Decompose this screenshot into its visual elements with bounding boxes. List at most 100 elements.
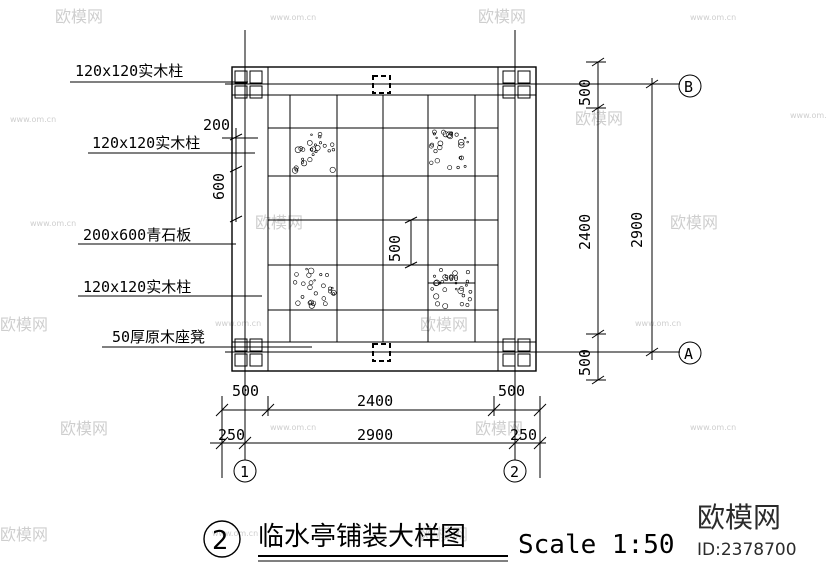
dim-tick: [229, 133, 243, 141]
pebble-dot: [459, 286, 464, 291]
pebble-dot: [449, 131, 453, 136]
pebble-dot: [448, 274, 454, 280]
dim-right-top-500: 500: [576, 79, 594, 106]
pebble-dot: [306, 140, 313, 146]
pebble-dot: [305, 267, 308, 271]
dim-right-2400: 2400: [576, 214, 594, 250]
pebble-dot: [318, 135, 322, 139]
pebble-dot: [308, 302, 315, 309]
pebble-dot: [442, 274, 448, 280]
pebble-dot: [466, 140, 469, 144]
pebble-dot: [458, 139, 465, 146]
axis-label-b: B: [684, 78, 693, 96]
pebble-dot: [458, 142, 465, 149]
pebble-dot: [442, 287, 448, 293]
column-top-left: [234, 70, 263, 99]
axis-lines: [225, 30, 680, 460]
pebble-dot: [468, 289, 473, 294]
pebble-dot: [456, 165, 460, 170]
watermark-brand: 欧模网: [420, 525, 468, 544]
dim-inner-500: 500: [386, 235, 404, 262]
pebble-dot: [465, 270, 470, 275]
watermark-brand: 欧模网: [60, 419, 108, 438]
left-dimensions: 200 600 500 500: [203, 116, 475, 284]
pebble-dot: [455, 287, 458, 291]
pebble-dot: [322, 143, 327, 148]
pebble-dot: [452, 270, 458, 276]
pebble-dot: [318, 141, 322, 145]
dim-tick: [645, 79, 659, 89]
watermark-site: www.om.cn: [212, 529, 258, 538]
pebble-dot: [331, 148, 336, 152]
outer-frame: [231, 66, 537, 372]
pebble-dot: [314, 145, 321, 151]
pebble-dot: [430, 287, 434, 291]
pebble-dot: [457, 287, 464, 295]
pebble-dot: [330, 142, 335, 147]
pebble-dot: [441, 129, 446, 135]
pebble-dot: [458, 156, 463, 160]
pebble-dot: [310, 146, 317, 153]
watermark-brand: 欧模网: [475, 419, 523, 438]
bottom-dimensions: 500 2400 500 250 2900 250: [210, 382, 547, 478]
column-bottom-left: [234, 338, 263, 367]
pebble-dot: [294, 168, 298, 172]
watermark-layer: 欧模网 www.om.cn 欧模网 www.om.cn www.om.cn 欧模…: [0, 7, 827, 544]
pebble-dot: [301, 160, 308, 167]
axis-label-2: 2: [510, 463, 519, 481]
brand-name: 欧模网: [697, 501, 781, 534]
pebble-dot: [433, 293, 440, 300]
leader-labels: 120x120实木柱 120x120实木柱 200x600青石板 120x120…: [70, 62, 312, 348]
pebble-dot: [321, 283, 326, 289]
pebble-dot: [293, 280, 298, 285]
pebble-dot: [465, 283, 468, 287]
pebble-dot: [310, 133, 313, 137]
watermark-brand: 欧模网: [255, 213, 303, 232]
pebble-dot: [459, 302, 465, 307]
dim-bottom-250-right: 250: [510, 426, 537, 444]
watermark-site: www.om.cn: [30, 219, 76, 228]
dim-right-2900: 2900: [628, 212, 646, 248]
pebble-dot: [442, 303, 449, 309]
dim-bottom-2900: 2900: [357, 426, 393, 444]
pebble-dot: [311, 153, 315, 157]
pebble-dot: [463, 164, 467, 168]
watermark-brand: 欧模网: [0, 525, 48, 544]
drawing-title: 临水亭铺装大样图: [258, 522, 466, 552]
pebble-dot: [433, 274, 436, 278]
pebble-dot: [306, 272, 312, 278]
pebble-dot: [331, 286, 334, 290]
dim-tick: [591, 329, 605, 339]
dim-tick: [591, 57, 605, 67]
pebble-dot: [437, 144, 443, 151]
pebble-dot: [428, 143, 434, 149]
pebble-square: [289, 127, 338, 177]
axis-bubbles: B A 1 2: [233, 74, 702, 483]
dim-left-600: 600: [210, 173, 228, 200]
watermark-site: www.om.cn: [270, 423, 316, 432]
watermark-brand: 欧模网: [420, 315, 468, 334]
pebble-dot: [291, 167, 299, 174]
title-number-circle: [203, 520, 241, 558]
pebble-dot: [430, 142, 434, 147]
watermark-site: www.om.cn: [635, 319, 681, 328]
watermark-site: www.om.cn: [790, 111, 827, 120]
axis-bubble-b: [678, 74, 702, 98]
axis-label-1: 1: [240, 463, 249, 481]
dim-tick: [508, 436, 522, 450]
pebble-dot: [319, 273, 323, 277]
dim-tick: [261, 403, 275, 417]
pebble-dot: [321, 296, 326, 301]
watermark-brand: 欧模网: [0, 315, 48, 334]
watermark-brand: 欧模网: [55, 7, 103, 26]
dim-bottom-500-left: 500: [232, 382, 259, 400]
column-center-top: [372, 75, 391, 94]
pebble-dot: [434, 158, 440, 164]
pebble-dot: [309, 147, 314, 152]
pebble-dot: [295, 300, 301, 306]
dim-right-bottom-500: 500: [576, 349, 594, 376]
pebble-dot: [465, 303, 470, 307]
pebble-dot: [432, 129, 437, 135]
